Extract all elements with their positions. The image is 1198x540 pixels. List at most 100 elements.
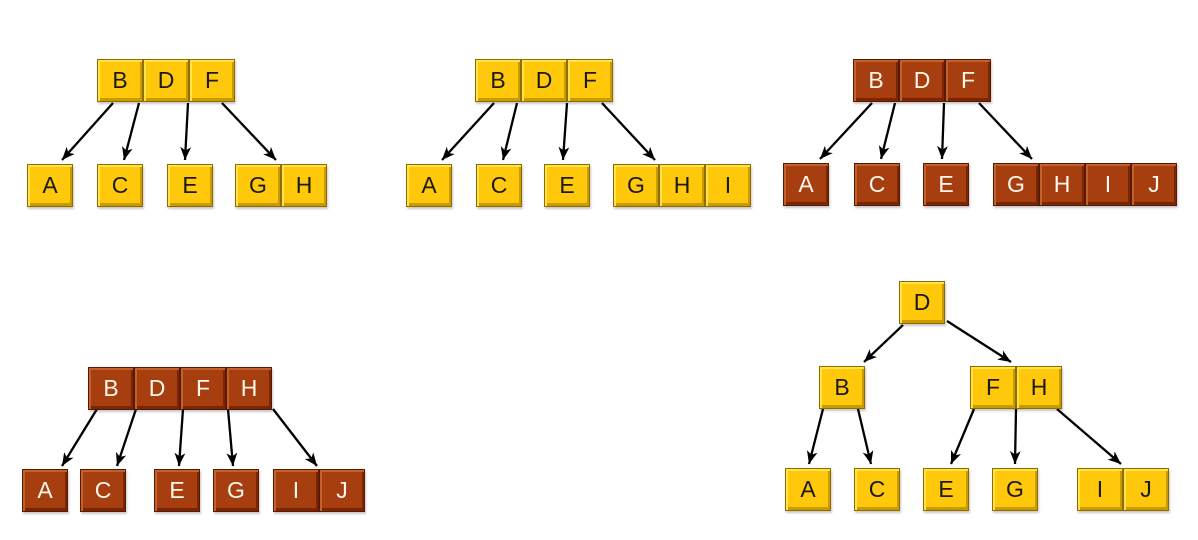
key-cell: A [783,163,829,206]
tree1-leaf-node: C [97,164,143,207]
edge-arrow [180,102,192,161]
edge-arrow [221,102,277,161]
edge-arrow [500,102,519,161]
tree5-internal-node: B [819,366,865,409]
key-cell: H [281,164,327,207]
edge-arrow [946,320,1012,363]
key-cell: G [235,164,281,207]
tree1-leaf-node: E [167,164,213,207]
tree2-root-node: B D F [475,59,613,102]
key-cell: B [475,59,521,102]
edge-arrow [878,102,897,160]
key-cell: G [992,468,1038,511]
tree5-leaf-node: I J [1077,468,1169,511]
tree2-leaf-node: E [544,164,590,207]
key-cell: H [226,367,272,410]
tree5-leaf-node: G [992,468,1038,511]
key-cell: H [1016,366,1062,409]
tree3-root-node: B D F [853,59,991,102]
key-cell: E [154,469,200,512]
edge-arrow [863,324,904,363]
key-cell: B [819,366,865,409]
key-cell: I [1085,163,1131,206]
key-cell: I [1077,468,1123,511]
tree4-leaf-node: C [80,469,126,512]
tree2-leaf-node: G H I [613,164,751,207]
edge-arrow [558,102,570,161]
tree4-leaf-node: G [213,469,259,512]
edge-arrow [601,102,656,161]
key-cell: F [970,366,1016,409]
tree5-leaf-node: A [785,468,831,511]
key-cell: C [80,469,126,512]
tree3-leaf-node: G H I J [993,163,1177,206]
key-cell: F [189,59,235,102]
key-cell: C [854,163,900,206]
key-cell: D [899,59,945,102]
key-cell: F [180,367,226,410]
key-cell: E [923,468,969,511]
key-cell: E [167,164,213,207]
key-cell: G [213,469,259,512]
tree1-leaf-node: G H [235,164,327,207]
key-cell: I [273,469,319,512]
key-cell: D [143,59,189,102]
tree4-leaf-node: I J [273,469,365,512]
tree1-leaf-node: A [27,164,73,207]
edge-arrow [61,102,114,161]
key-cell: B [853,59,899,102]
key-cell: A [406,164,452,207]
key-cell: A [22,469,68,512]
key-cell: E [544,164,590,207]
key-cell: I [705,164,751,207]
edge-arrow [174,408,186,467]
tree1-root-node: B D F [97,59,235,102]
edge-arrow [441,102,495,161]
key-cell: H [659,164,705,207]
key-cell: D [521,59,567,102]
edge-arrow [806,408,825,465]
key-cell: H [1039,163,1085,206]
edge-arrow [856,408,874,465]
tree5-leaf-node: C [854,468,900,511]
tree3-leaf-node: C [854,163,900,206]
key-cell: G [613,164,659,207]
tree4-root-node: B D F H [88,367,272,410]
edge-arrow [61,408,98,467]
tree3-leaf-node: E [923,163,969,206]
key-cell: F [567,59,613,102]
tree4-leaf-node: A [22,469,68,512]
edge-arrow [949,408,976,465]
key-cell: F [945,59,991,102]
edge-arrow [978,102,1033,160]
tree4-leaf-node: E [154,469,200,512]
edge-arrow [226,408,238,467]
edge-arrow [937,102,948,160]
tree2-leaf-node: C [476,164,522,207]
edge-arrow [115,408,138,467]
edge-arrow [1009,408,1021,465]
key-cell: G [993,163,1039,206]
key-cell: E [923,163,969,206]
key-cell: C [854,468,900,511]
key-cell: C [97,164,143,207]
key-cell: C [476,164,522,207]
tree5-root-node: D [899,281,945,324]
key-cell: J [319,469,365,512]
edge-arrow [1056,408,1122,465]
edge-arrow [819,102,873,160]
key-cell: D [899,281,945,324]
tree5-internal-node: F H [970,366,1062,409]
key-cell: J [1123,468,1169,511]
key-cell: B [88,367,134,410]
key-cell: A [785,468,831,511]
key-cell: D [134,367,180,410]
tree2-leaf-node: A [406,164,452,207]
tree3-leaf-node: A [783,163,829,206]
edge-arrow [122,102,141,161]
key-cell: B [97,59,143,102]
tree5-leaf-node: E [923,468,969,511]
key-cell: J [1131,163,1177,206]
key-cell: A [27,164,73,207]
